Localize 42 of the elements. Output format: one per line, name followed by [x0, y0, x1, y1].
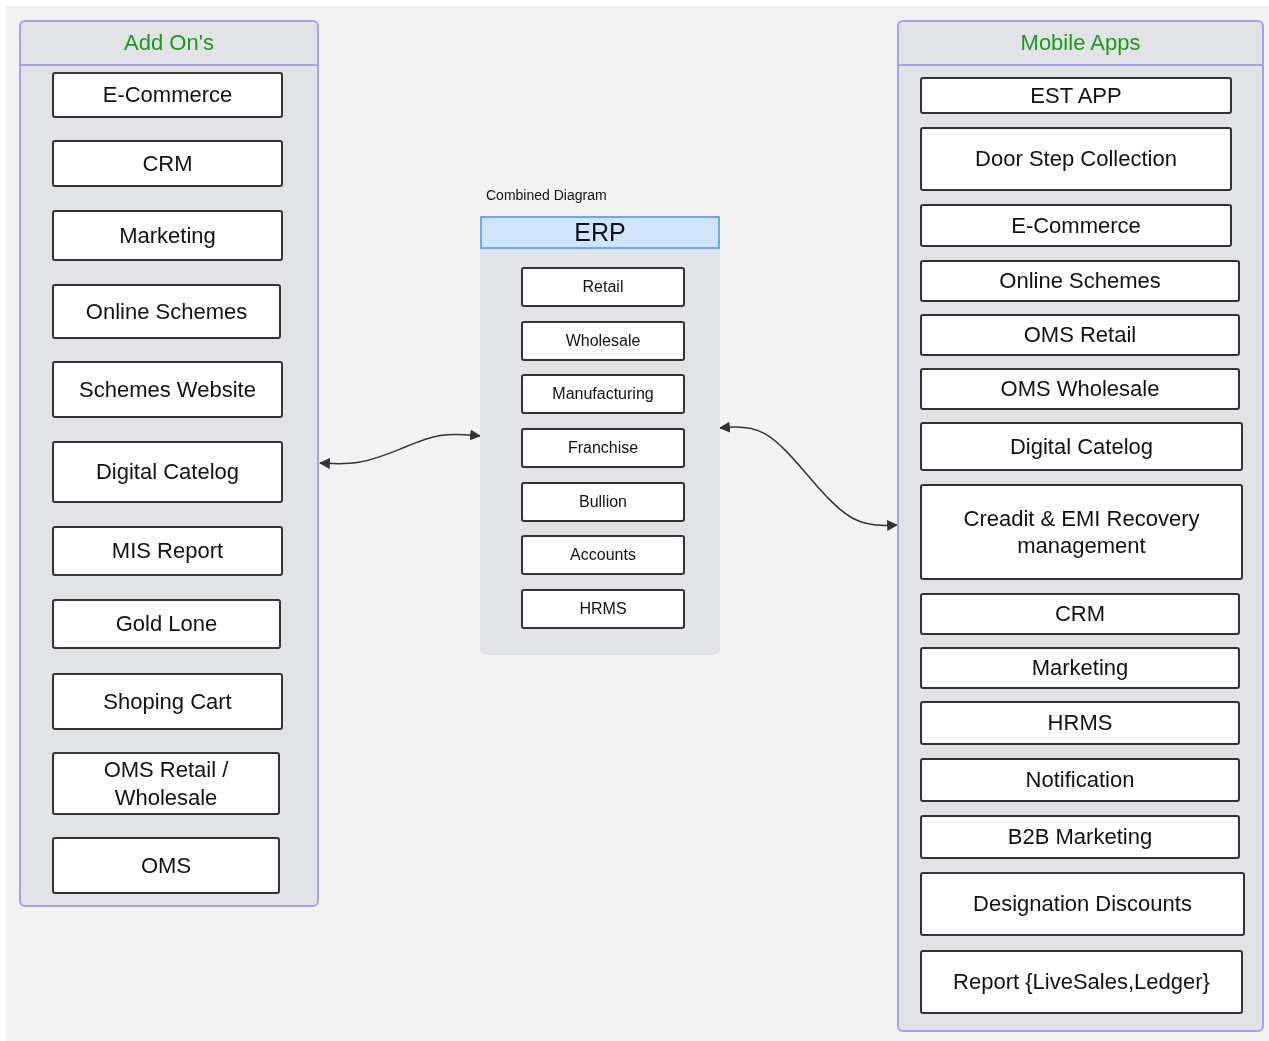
- module-box: OMS Retail: [920, 314, 1240, 356]
- module-box: OMS Wholesale: [920, 368, 1240, 410]
- group-heading: ERP: [480, 216, 720, 249]
- group-panel: [19, 20, 319, 907]
- diagram-caption: Combined Diagram: [486, 187, 607, 203]
- module-box: Digital Catelog: [920, 422, 1243, 471]
- module-box: Creadit & EMI Recovery management: [920, 484, 1243, 580]
- module-box: Accounts: [521, 535, 685, 575]
- module-box: Schemes Website: [52, 361, 283, 418]
- module-box: Online Schemes: [920, 260, 1240, 302]
- module-box: Bullion: [521, 482, 685, 522]
- module-box: HRMS: [920, 701, 1240, 745]
- group-heading: Add On's: [21, 22, 317, 66]
- module-box: Report {LiveSales,Ledger}: [920, 950, 1243, 1014]
- arrow: [318, 429, 482, 469]
- module-box: Notification: [920, 758, 1240, 802]
- group-panel: [480, 216, 720, 655]
- module-box: OMS Retail / Wholesale: [52, 752, 280, 815]
- module-box: E-Commerce: [920, 204, 1232, 247]
- module-box: Shoping Cart: [52, 673, 283, 730]
- module-box: CRM: [52, 140, 283, 187]
- arrow: [718, 421, 899, 531]
- module-box: Online Schemes: [52, 284, 281, 339]
- module-box: Door Step Collection: [920, 127, 1232, 191]
- module-box: HRMS: [521, 589, 685, 629]
- module-box: B2B Marketing: [920, 815, 1240, 859]
- module-box: OMS: [52, 837, 280, 894]
- module-box: Retail: [521, 267, 685, 307]
- module-box: Franchise: [521, 428, 685, 468]
- module-box: Gold Lone: [52, 599, 281, 649]
- module-box: Manufacturing: [521, 374, 685, 414]
- module-box: Marketing: [920, 647, 1240, 689]
- module-box: MIS Report: [52, 526, 283, 576]
- module-box: Wholesale: [521, 321, 685, 361]
- module-box: Marketing: [52, 210, 283, 261]
- module-box: Digital Catelog: [52, 441, 283, 503]
- group-heading: Mobile Apps: [899, 22, 1262, 66]
- module-box: CRM: [920, 593, 1240, 635]
- module-box: EST APP: [920, 77, 1232, 114]
- module-box: E-Commerce: [52, 72, 283, 118]
- group-panel: [897, 20, 1264, 1032]
- module-box: Designation Discounts: [920, 872, 1245, 936]
